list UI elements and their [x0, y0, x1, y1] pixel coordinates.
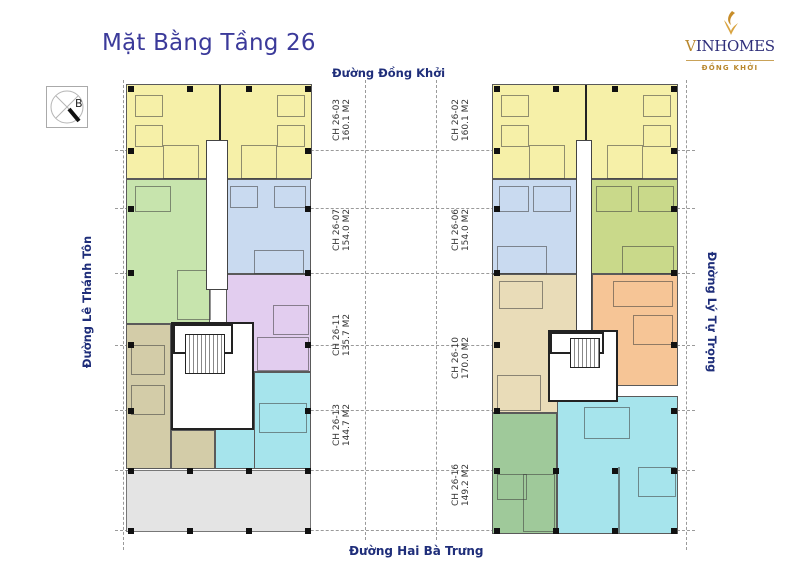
unit-green-left[interactable] — [126, 179, 211, 324]
grid-line — [115, 150, 695, 151]
corridor — [576, 140, 592, 340]
unit-area: 135.7 M2 — [342, 313, 352, 357]
compass: B — [46, 86, 88, 128]
unit-area: 160.1 M2 — [342, 98, 352, 142]
grid-line — [115, 470, 695, 471]
unit-code: CH 26-06 — [451, 208, 461, 252]
north-compass-icon — [50, 90, 84, 124]
grid-line — [115, 345, 695, 346]
grid-line — [365, 80, 366, 540]
grid-line — [115, 410, 695, 411]
grid-line — [115, 530, 695, 531]
unit-olive-left-ext — [171, 430, 215, 469]
unit-ch-26-06[interactable] — [591, 179, 678, 274]
grid-line — [115, 208, 695, 209]
street-left: Đường Lê Thánh Tôn — [80, 235, 94, 369]
unit-label-ch-26-13: CH 26-13 144.7 M2 — [332, 404, 352, 446]
brand-name: VINHOMES — [680, 37, 780, 55]
unit-area: 144.7 M2 — [342, 403, 352, 447]
unit-label-ch-26-02: CH 26-02 160.1 M2 — [451, 99, 471, 141]
unit-code: CH 26-16 — [451, 463, 461, 507]
unit-blue-right[interactable] — [492, 179, 577, 274]
stairs — [185, 334, 225, 374]
podium-left — [126, 470, 311, 532]
unit-label-ch-26-06: CH 26-06 154.0 M2 — [451, 209, 471, 251]
unit-olive-left[interactable] — [126, 324, 171, 469]
unit-area: 154.0 M2 — [461, 208, 471, 252]
street-right: Đường Lý Tự Trọng — [705, 251, 719, 373]
logo-divider — [686, 60, 774, 61]
grid-line — [115, 273, 695, 274]
page-title: Mặt Bằng Tầng 26 — [102, 30, 316, 56]
street-top: Đường Đồng Khởi — [332, 66, 446, 80]
unit-area: 149.2 M2 — [461, 463, 471, 507]
unit-area: 154.0 M2 — [342, 208, 352, 252]
unit-label-ch-26-03: CH 26-03 160.1 M2 — [332, 99, 352, 141]
unit-code: CH 26-03 — [332, 98, 342, 142]
grid-line — [123, 80, 124, 550]
vinhomes-logo: VINHOMES ĐỒNG KHỞI — [680, 10, 780, 72]
unit-code: CH 26-07 — [332, 208, 342, 252]
brand-initial: V — [685, 37, 696, 55]
stairs — [570, 338, 600, 368]
compass-label: B — [75, 97, 83, 110]
unit-label-ch-26-16: CH 26-16 149.2 M2 — [451, 464, 471, 506]
unit-code: CH 26-11 — [332, 313, 342, 357]
corridor — [206, 140, 228, 290]
unit-area: 170.0 M2 — [461, 336, 471, 380]
core — [548, 330, 618, 402]
unit-label-ch-26-11: CH 26-11 135.7 M2 — [332, 314, 352, 356]
core — [171, 322, 254, 430]
unit-cyan-right[interactable] — [557, 396, 678, 534]
unit-code: CH 26-02 — [451, 98, 461, 142]
unit-ch-26-13[interactable] — [254, 372, 311, 469]
unit-ch-26-16[interactable] — [492, 413, 557, 534]
brand-rest: INHOMES — [695, 37, 775, 55]
unit-label-ch-26-10: CH 26-10 170.0 M2 — [451, 337, 471, 379]
street-bottom: Đường Hai Bà Trưng — [349, 544, 484, 558]
unit-code: CH 26-10 — [451, 336, 461, 380]
unit-label-ch-26-07: CH 26-07 154.0 M2 — [332, 209, 352, 251]
unit-ch-26-07[interactable] — [223, 179, 311, 274]
unit-area: 160.1 M2 — [461, 98, 471, 142]
grid-line — [436, 80, 437, 540]
unit-code: CH 26-13 — [332, 403, 342, 447]
vinhomes-flame-icon — [724, 11, 738, 35]
grid-line — [686, 80, 687, 550]
brand-subtitle: ĐỒNG KHỞI — [701, 64, 759, 72]
